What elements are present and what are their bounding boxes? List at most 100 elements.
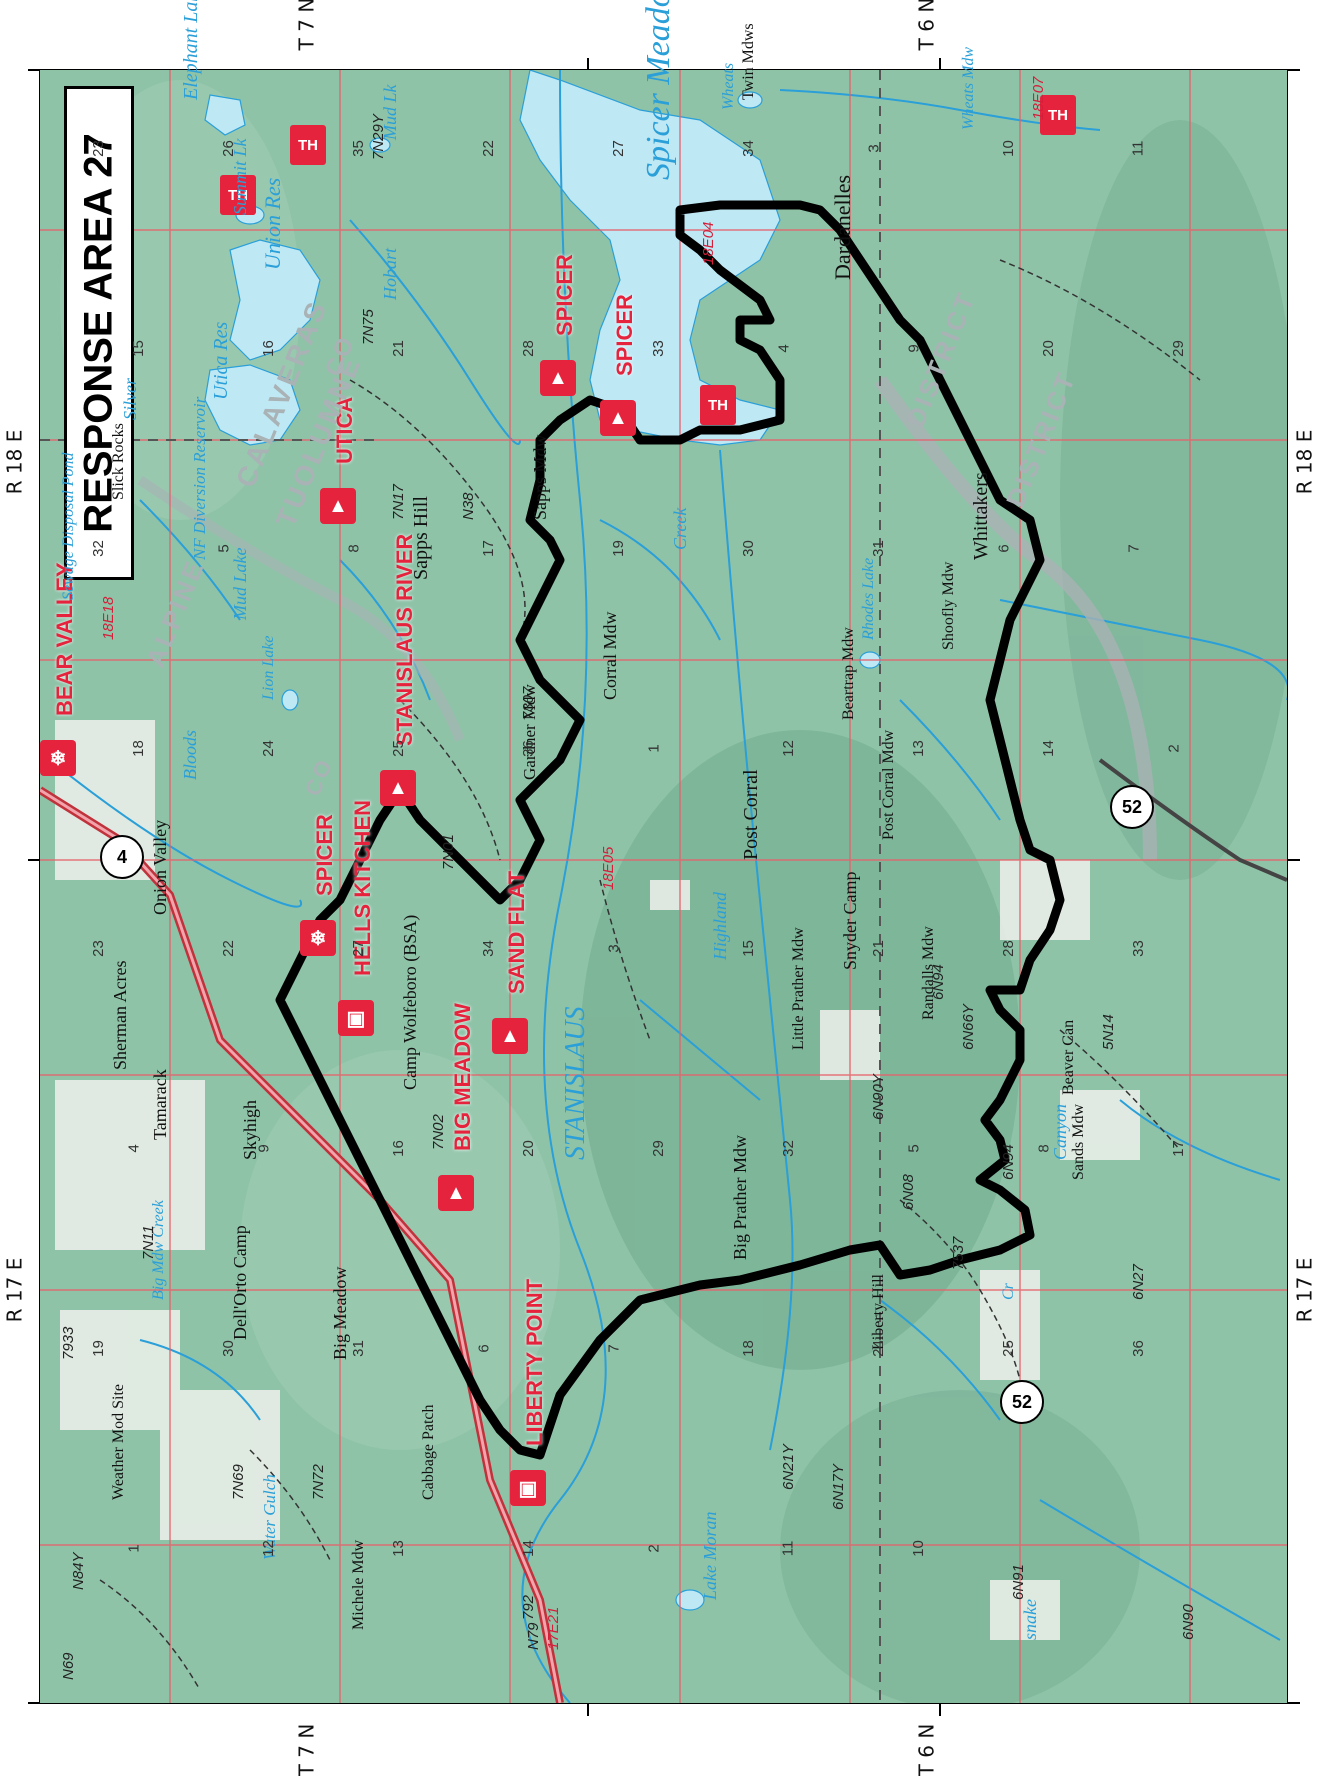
facility-label: SPICER: [312, 814, 337, 896]
section-number: 25: [999, 1340, 1017, 1357]
campground-icon[interactable]: ▲: [492, 1018, 528, 1054]
trailhead-icon[interactable]: TH: [290, 125, 326, 165]
place-label: Sapps Mdw: [530, 434, 550, 520]
facility-label: SPICER: [552, 254, 577, 336]
campground-icon[interactable]: ▲: [438, 1175, 474, 1211]
picnic-icon[interactable]: ▣: [338, 1000, 374, 1036]
section-number: 22: [479, 140, 497, 157]
picnic-icon[interactable]: ▣: [510, 1470, 546, 1506]
section-number: 14: [519, 1540, 537, 1557]
road-label: 7537: [950, 1236, 967, 1270]
section-number: 3: [605, 944, 623, 953]
section-number: 16: [389, 1140, 407, 1157]
place-label: Tamarack: [150, 1069, 170, 1140]
place-label: Beaver Can: [1060, 1019, 1077, 1095]
road-label: 6N94: [930, 964, 947, 1000]
creek-branch-1: [599, 519, 721, 641]
section-number: 33: [1129, 940, 1147, 957]
section-number: 4: [125, 1144, 143, 1153]
place-label: Canyon: [1050, 1104, 1070, 1160]
section-number: 32: [779, 1140, 797, 1157]
place-label: Little Prather Mdw: [790, 927, 807, 1050]
section-number: 9: [905, 344, 923, 353]
section-number: 12: [259, 1540, 277, 1557]
section-number: 32: [89, 540, 107, 557]
road-label: 7933: [60, 1326, 77, 1360]
campground-icon[interactable]: ▲: [320, 488, 356, 524]
section-number: 27: [349, 940, 367, 957]
section-number: 11: [1129, 140, 1147, 157]
place-label: Dardanelles: [830, 174, 855, 280]
section-number: 34: [739, 140, 757, 157]
elephant-lake: [204, 94, 246, 136]
road-label: 7N72: [310, 1464, 327, 1500]
place-label: Silver: [120, 378, 140, 420]
section-number: 3: [865, 144, 883, 153]
place-label: Post Corral: [740, 769, 762, 860]
place-label: Michele Mdw: [350, 1539, 367, 1630]
creek-branch-3: [899, 699, 1001, 821]
highway-shield: 4: [100, 835, 144, 879]
road-label: 7307: [520, 686, 537, 720]
ski-icon[interactable]: ❄: [40, 740, 76, 776]
facility-label: SAND FLAT: [504, 870, 529, 994]
section-number: 16: [259, 340, 277, 357]
section-number: 21: [869, 940, 887, 957]
creek-branch-6: [139, 499, 241, 621]
road-label: 6N90Y: [870, 1074, 887, 1120]
response-area-boundary[interactable]: [275, 200, 1065, 1460]
section-number: 15: [129, 340, 147, 357]
place-label: Big Prather Mdw: [730, 1135, 750, 1260]
road-label: 6N91: [1010, 1564, 1027, 1600]
section-number: 6: [995, 544, 1013, 553]
place-label: Liberty Hill: [870, 1274, 887, 1350]
highway-52: [1098, 758, 1287, 882]
trailhead-icon[interactable]: TH: [1040, 95, 1076, 135]
place-label: Wheats: [720, 62, 737, 110]
place-label: Sewage Disposal Pond: [60, 452, 77, 600]
campground-icon[interactable]: ▲: [540, 360, 576, 396]
section-number: 11: [779, 1540, 797, 1557]
road-label: 7N11: [140, 1225, 157, 1260]
section-number: 8: [345, 544, 363, 553]
campground-icon[interactable]: ▲: [600, 400, 636, 436]
campground-icon[interactable]: ▲: [380, 770, 416, 806]
facility-label: SPICER: [612, 294, 637, 376]
trailhead-icon[interactable]: TH: [700, 385, 736, 425]
district-boundary-band: [874, 375, 1157, 861]
road-label: 6N90: [1180, 1604, 1197, 1640]
road-label: 7N01: [440, 834, 457, 870]
hobart-creek: [349, 219, 521, 445]
road-label: 17E21: [545, 1606, 562, 1650]
section-number: 18: [739, 1340, 757, 1357]
whittakers-creek: [999, 599, 1287, 700]
place-label: Cr: [1000, 1283, 1017, 1300]
road-label: 18E18: [100, 596, 117, 640]
section-number: 36: [1129, 1340, 1147, 1357]
lion-lake: [281, 689, 299, 711]
section-number: 30: [739, 540, 757, 557]
place-label: STANISLAUS: [560, 1006, 591, 1161]
road-label: N84Y: [70, 1552, 87, 1590]
place-label: Weather Mod Site: [110, 1383, 127, 1500]
place-label: Spicer Meadow Res: [640, 0, 677, 180]
facility-label: LIBERTY POINT: [522, 1278, 547, 1446]
road-label: 792: [520, 1594, 537, 1620]
mud-lake-upper: [369, 137, 391, 153]
place-label: Highland: [710, 891, 730, 960]
road-label: 7N17: [390, 484, 407, 520]
trailhead-icon[interactable]: TH: [220, 175, 256, 215]
lake-moran: [675, 1589, 705, 1611]
section-number: 23: [89, 140, 107, 157]
section-number: 13: [389, 1540, 407, 1557]
place-label: Cabbage Patch: [420, 1404, 437, 1500]
section-number: 6: [475, 1344, 493, 1353]
ski-icon[interactable]: ❄: [300, 920, 336, 956]
section-number: 10: [999, 140, 1017, 157]
place-label: Hobart: [380, 247, 400, 300]
road-label: 7N02: [430, 1114, 447, 1150]
page-title: RESPONSE AREA 27: [76, 133, 121, 533]
section-number: 7: [605, 1344, 623, 1353]
twin-lake: [737, 91, 763, 109]
